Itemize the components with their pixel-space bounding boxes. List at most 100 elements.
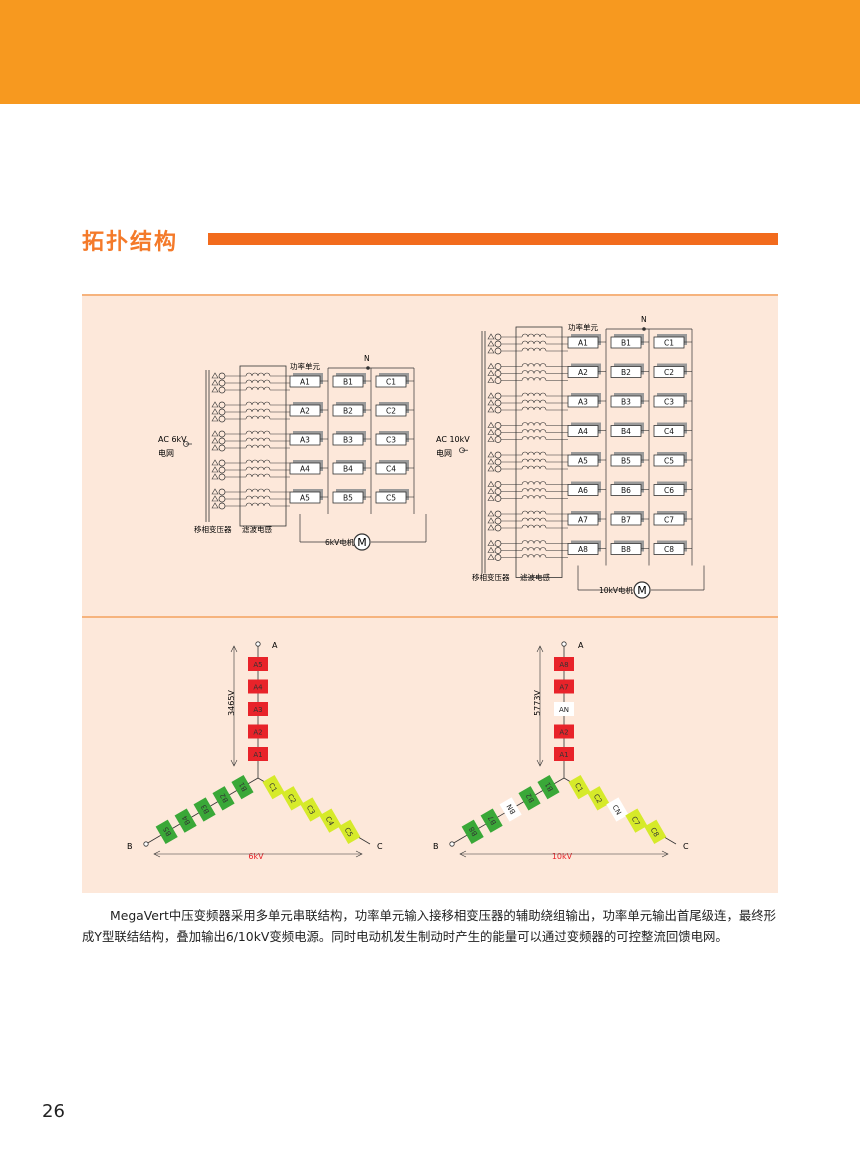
winding-circle [218, 415, 226, 423]
inductor-coil [521, 340, 547, 345]
power-cell [653, 513, 685, 526]
power-cell-label: B2 [621, 368, 631, 377]
power-cell [567, 543, 599, 555]
phase-b-cell-label: B7 [487, 814, 499, 826]
dim-arrowhead [230, 759, 238, 767]
phase-b-terminal [449, 841, 455, 847]
winding-circle [494, 347, 502, 355]
unit-label: 功率单元 [290, 361, 320, 371]
phase-a-cell-box [554, 657, 574, 671]
inductor-coil [521, 363, 547, 367]
phase-b-cell-label: B8 [468, 825, 480, 837]
phase-b-cell: B2 [212, 786, 235, 811]
winding-circle [494, 451, 502, 459]
dim-arrowhead [536, 759, 544, 767]
winding-symbol [211, 466, 219, 473]
phase-b-cell-label: B1 [544, 781, 556, 793]
inductor-coil [521, 465, 547, 470]
inductor-coil [521, 524, 547, 529]
power-cell-label: C5 [664, 457, 674, 466]
phase-a-cell-box [554, 702, 574, 716]
winding-symbol [487, 369, 495, 376]
winding-symbol [487, 546, 495, 553]
inductor-coil [521, 481, 547, 485]
power-cell [567, 395, 599, 408]
star-diagram-10kv: A B C 5773V 10kV A8A7ANA2A1B1B2BNB7B8C1C… [433, 641, 689, 861]
phase-c-cell-box [281, 786, 304, 811]
phase-b-cell-box [231, 774, 254, 800]
phase-b-cell: B4 [174, 808, 197, 833]
phase-a-cell: A2 [554, 724, 574, 739]
power-cell-label: C1 [386, 378, 396, 387]
power-cell-label: B5 [621, 457, 631, 466]
winding-symbol [487, 362, 495, 369]
power-cell-label: A4 [300, 465, 310, 474]
power-cell [567, 366, 599, 378]
power-cell-label: C6 [664, 486, 674, 495]
filter-label: 滤波电感 [520, 572, 550, 582]
phase-a-cell-label: A8 [559, 661, 568, 669]
power-cell [375, 404, 407, 417]
phase-a-cell-label: A2 [253, 729, 262, 737]
description-paragraph: MegaVert中压变频器采用多单元串联结构，功率单元输入接移相变压器的辅助绕组… [82, 908, 777, 944]
star-svg: A B C 3465V 6kV A5A4A3A2A1B1B2B3B4B5C1C2… [127, 641, 689, 861]
power-cell [567, 454, 599, 467]
power-cell [653, 366, 685, 378]
phase-b-label: B [433, 842, 439, 851]
power-cell-label: C8 [664, 545, 674, 554]
winding-circle [494, 510, 502, 518]
phase-a-cell-label: AN [559, 706, 569, 714]
winding-circle [494, 465, 502, 473]
power-cell-label: B1 [621, 339, 631, 348]
inductor-coil [521, 377, 547, 381]
dim-arrowhead [355, 850, 363, 858]
star-diagram-6kv: A B C 3465V 6kV A5A4A3A2A1B1B2B3B4B5C1C2… [127, 641, 383, 861]
power-cell [375, 375, 407, 388]
phase-a-terminal [255, 641, 261, 647]
page-number: 26 [42, 1101, 65, 1122]
winding-symbol [487, 333, 495, 340]
winding-circle [218, 401, 226, 409]
winding-symbol [487, 392, 495, 399]
power-cell-label: A6 [578, 486, 588, 495]
phase-a-cell-label: A4 [253, 684, 263, 692]
phase-c-cell-label: C7 [630, 815, 642, 827]
winding-circle [218, 459, 226, 467]
power-cell [610, 395, 642, 408]
winding-symbol [487, 480, 495, 487]
phase-a-cell-box [248, 724, 268, 739]
phase-c-cell-box [338, 819, 361, 844]
inductor-coil [245, 415, 271, 420]
winding-symbol [211, 401, 219, 408]
winding-symbol [487, 347, 495, 354]
phase-c-cell-label: C1 [267, 782, 279, 794]
winding-symbol [211, 386, 219, 393]
power-cell [375, 491, 407, 504]
power-cell [610, 336, 642, 349]
winding-circle [218, 502, 226, 510]
phase-b-cell-box [174, 808, 197, 833]
title-rule [208, 233, 778, 245]
winding-circle [494, 377, 502, 384]
winding-circle [494, 481, 502, 488]
phase-b-cell: B3 [193, 797, 216, 822]
phase-a-cell: A3 [248, 702, 268, 716]
phase-c-cell-label: CN [611, 804, 623, 817]
motor-symbol: M [357, 536, 367, 549]
winding-symbol [487, 539, 495, 546]
motor-circle [633, 581, 651, 599]
power-cell-label: B7 [621, 516, 631, 525]
phase-a-cell-label: A1 [253, 751, 262, 759]
power-cell [653, 454, 685, 467]
phase-c-cell-box [587, 786, 610, 811]
phase-c-label: C [377, 842, 383, 851]
power-cell-label: B6 [621, 486, 631, 495]
inductor-coil [245, 430, 271, 435]
winding-symbol [211, 502, 219, 509]
transformer-label: 移相变压器 [194, 524, 232, 534]
phase-c-cell-label: C5 [343, 826, 355, 838]
power-cell [332, 433, 364, 446]
phase-c-cell: CN [606, 797, 629, 822]
inductor-coil [521, 422, 547, 426]
transformer-label: 移相变压器 [472, 572, 510, 582]
